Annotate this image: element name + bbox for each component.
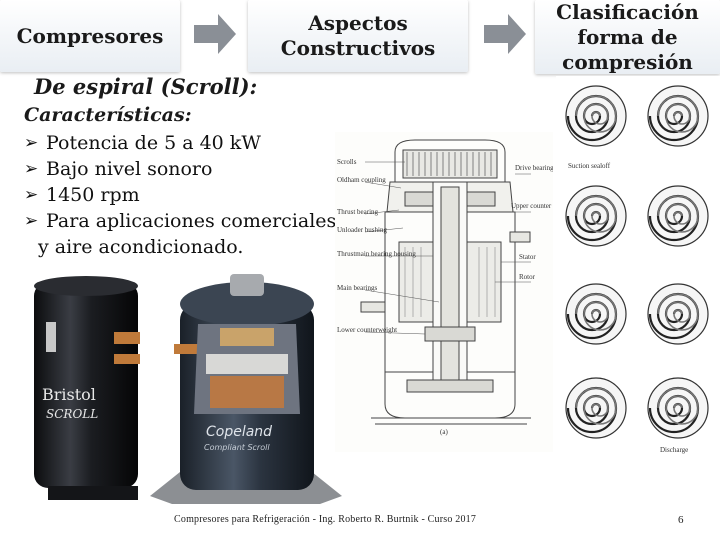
page-number: 6 (678, 514, 684, 526)
feature-item: ➢ 1450 rpm (24, 182, 344, 208)
breadcrumb-label: Clasificación forma de compresión (556, 0, 699, 75)
feature-text: Potencia de 5 a 40 kW (46, 132, 261, 154)
diagram-caption: (a) (440, 428, 448, 436)
feature-text: 1450 rpm (46, 184, 140, 206)
features-heading: Características: (24, 104, 192, 126)
feature-text: Para aplicaciones comerciales (46, 210, 337, 232)
diagram-label: Lower counterweight (337, 326, 397, 334)
diagram-label: Unloader bushing (337, 226, 387, 234)
scroll-compressor-cross-section-diagram: Scrolls Oldham coupling Thrust bearing U… (335, 132, 553, 452)
arrow-bullet-icon: ➢ (24, 185, 39, 205)
chevron-right-arrow-icon (194, 14, 236, 54)
arrow-bullet-icon: ➢ (24, 133, 39, 153)
scroll-caption: Suction sealoff (568, 162, 611, 170)
breadcrumb-line: compresión (562, 49, 693, 74)
bristol-logo: SCROLL (46, 407, 98, 421)
diagram-label: Rotor (519, 273, 536, 281)
copeland-scroll-compressor-cutaway-image: Copeland Compliant Scroll (150, 274, 342, 504)
breadcrumb-line: Clasificación (556, 0, 699, 24)
diagram-label: Stator (519, 253, 536, 261)
scroll-caption: Discharge (660, 446, 688, 454)
feature-text: Bajo nivel sonoro (46, 158, 213, 180)
feature-item: ➢ Bajo nivel sonoro (24, 156, 344, 182)
diagram-label: Upper counter weight (511, 202, 553, 210)
breadcrumb-line: forma de (577, 24, 678, 49)
breadcrumb-aspectos-constructivos[interactable]: Aspectos Constructivos (248, 0, 468, 72)
copeland-logo: Compliant Scroll (204, 443, 270, 452)
chevron-right-arrow-icon (484, 14, 526, 54)
bristol-logo: Bristol (42, 385, 96, 404)
section-title: De espiral (Scroll): (34, 74, 258, 99)
breadcrumb-label: Aspectos Constructivos (281, 11, 436, 61)
diagram-label: Thrustmain bearing housing (337, 250, 416, 258)
copeland-logo: Copeland (206, 424, 272, 440)
features-list: ➢ Potencia de 5 a 40 kW ➢ Bajo nivel sonor… (24, 130, 344, 260)
feature-continuation: y aire acondicionado. (24, 234, 344, 260)
breadcrumb-line: Aspectos (308, 11, 408, 35)
footer-text: Compresores para Refrigeración - Ing. Ro… (174, 514, 477, 525)
breadcrumb-compresores[interactable]: Compresores (0, 0, 180, 72)
feature-item: ➢ Para aplicaciones comerciales (24, 208, 344, 234)
breadcrumb-label: Compresores (16, 23, 164, 48)
arrow-bullet-icon: ➢ (24, 211, 39, 231)
diagram-label: Main bearings (337, 284, 378, 292)
feature-text: y aire acondicionado. (38, 236, 244, 258)
arrow-bullet-icon: ➢ (24, 159, 39, 179)
diagram-label: Oldham coupling (337, 176, 386, 184)
feature-item: ➢ Potencia de 5 a 40 kW (24, 130, 344, 156)
breadcrumb-clasificacion[interactable]: Clasificación forma de compresión (535, 0, 720, 74)
diagram-label: Drive bearing (515, 164, 553, 172)
breadcrumb-line: Constructivos (280, 36, 436, 60)
scroll-stages-illustration: Suction sealoff Discharge (556, 76, 720, 466)
bristol-scroll-compressor-image: Bristol SCROLL (34, 276, 140, 500)
diagram-label: Scrolls (337, 158, 357, 166)
diagram-label: Thrust bearing (337, 208, 379, 216)
